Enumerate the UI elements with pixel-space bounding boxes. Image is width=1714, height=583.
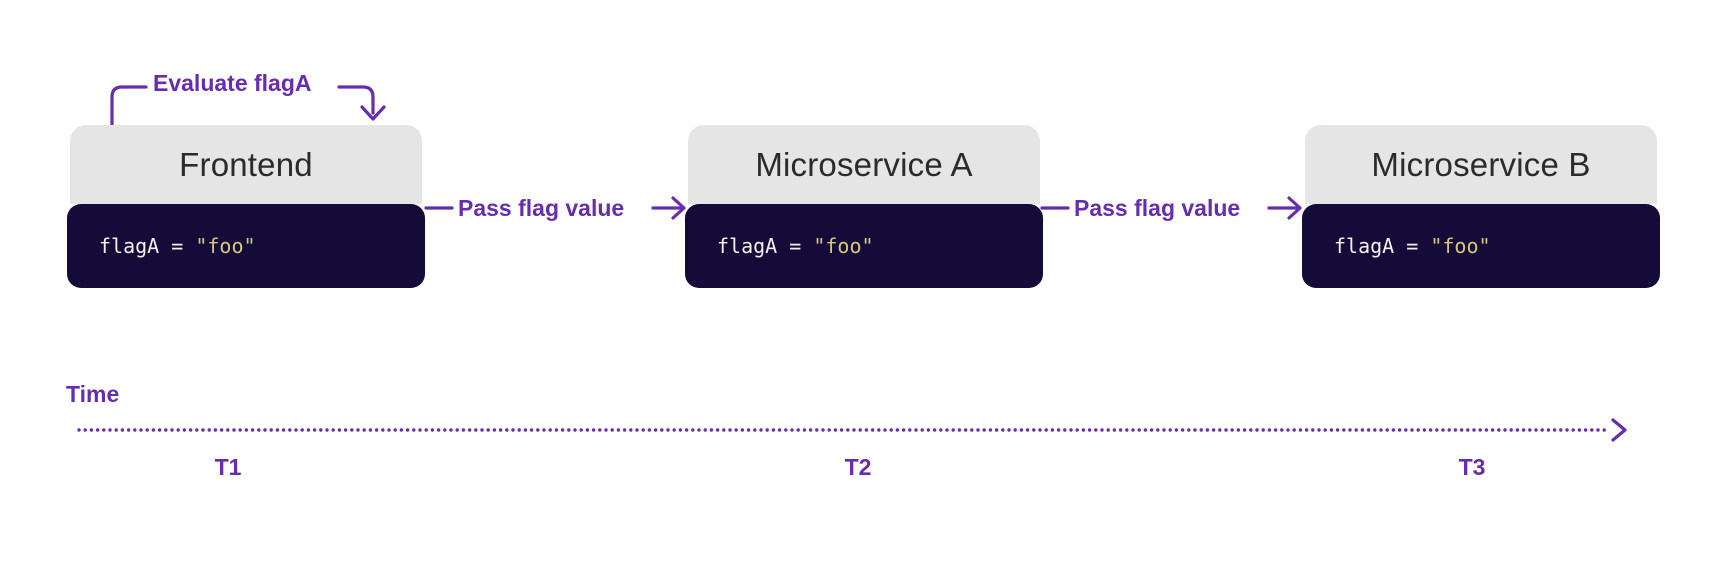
node-microservice-b-title: Microservice B (1305, 125, 1657, 204)
node-microservice-b: Microservice B flagA = "foo" (1302, 125, 1660, 288)
pass-flag-value-label-2: Pass flag value (1074, 195, 1241, 221)
evaluate-flag-label: Evaluate flagA (153, 70, 312, 96)
code-variable: flagA = (99, 234, 196, 258)
code-string-value: "foo" (195, 234, 256, 258)
code-string-value: "foo" (813, 234, 874, 258)
code-string-value: "foo" (1430, 234, 1491, 258)
timeline-tick-t1: T1 (214, 454, 242, 480)
node-frontend-title: Frontend (70, 125, 422, 204)
timeline-arrowhead-right-icon (1611, 418, 1627, 442)
timeline-tick-t2: T2 (844, 454, 872, 480)
node-microservice-a: Microservice A flagA = "foo" (685, 125, 1043, 288)
evaluate-bracket-right-line (337, 85, 375, 115)
evaluate-bracket-left-line (110, 85, 148, 128)
evaluate-arrowhead-down-icon (360, 105, 386, 121)
code-variable: flagA = (1334, 234, 1431, 258)
timeline-tick-t3: T3 (1458, 454, 1486, 480)
node-microservice-a-code-block: flagA = "foo" (685, 204, 1043, 288)
node-microservice-a-title: Microservice A (688, 125, 1040, 204)
time-axis-label: Time (66, 381, 120, 407)
pass-1-arrowhead-right-icon (671, 196, 686, 220)
node-microservice-b-code-block: flagA = "foo" (1302, 204, 1660, 288)
node-frontend-code-block: flagA = "foo" (67, 204, 425, 288)
pass-flag-value-label-1: Pass flag value (458, 195, 625, 221)
pass-2-arrowhead-right-icon (1287, 196, 1302, 220)
code-variable: flagA = (717, 234, 814, 258)
node-frontend: Frontend flagA = "foo" (67, 125, 425, 288)
